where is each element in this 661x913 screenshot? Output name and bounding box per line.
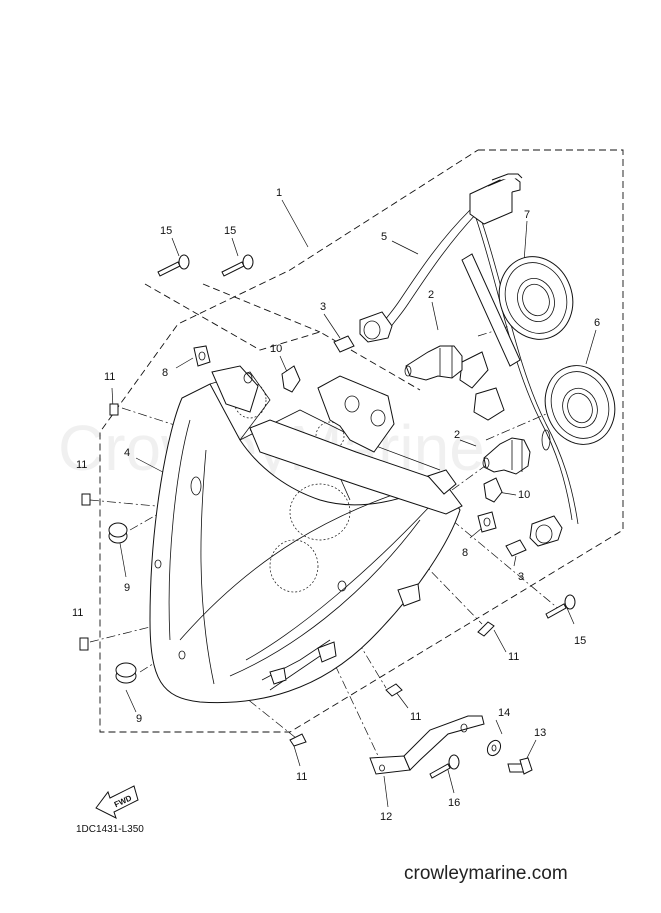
nut-11-c [79, 637, 89, 651]
part-label-3-upper: 3 [320, 301, 326, 313]
part-label-1: 1 [276, 187, 282, 199]
assembly-subline-2 [202, 283, 321, 333]
part-label-15-right: 15 [574, 635, 586, 647]
part-label-7: 7 [524, 209, 530, 221]
nut-8-lower [477, 511, 497, 533]
headlight-housing [149, 371, 461, 704]
part-labels: 1 15 15 5 7 3 2 6 10 8 11 4 11 9 2 10 8 … [72, 187, 600, 823]
part-label-11-e: 11 [410, 711, 421, 723]
part-label-13: 13 [534, 727, 546, 739]
headlight-bulb-upper [404, 345, 463, 381]
part-label-3-lower: 3 [518, 571, 524, 583]
bracket-12 [369, 715, 485, 775]
assembly-subline [144, 283, 421, 391]
bulb-cover-6 [544, 365, 616, 445]
part-label-10-upper: 10 [270, 343, 282, 355]
wire-harness [381, 173, 579, 525]
part-label-9-lower: 9 [136, 713, 142, 725]
headlight-bulb-lower [482, 437, 531, 475]
grommet-9-lower [115, 662, 137, 684]
nut-11-e [385, 683, 403, 697]
nut-11-d [477, 621, 495, 637]
site-url: crowleymarine.com [404, 863, 568, 884]
screw-16 [429, 754, 460, 779]
screw-15-left [157, 254, 190, 277]
screw-15-middle [221, 254, 254, 277]
part-label-10-lower: 10 [518, 489, 530, 501]
upper-bracket [211, 365, 463, 685]
part-label-2-upper: 2 [428, 289, 434, 301]
nut-11-a [109, 403, 119, 416]
clip-10-lower [483, 477, 503, 503]
part-label-15-middle: 15 [224, 225, 236, 237]
part-label-16: 16 [448, 797, 460, 809]
screw-15-right [545, 594, 576, 619]
fwd-arrow-icon: FWD [95, 785, 139, 819]
part-label-2-lower: 2 [454, 429, 460, 441]
part-label-12: 12 [380, 811, 392, 823]
part-label-6: 6 [594, 317, 600, 329]
bulb-cover-7 [498, 256, 574, 340]
assembly-boundary [99, 149, 624, 733]
part-label-8-upper: 8 [162, 367, 168, 379]
part-label-11-a: 11 [104, 371, 115, 383]
clip-10-upper [281, 365, 301, 393]
nut-8-upper [193, 345, 211, 367]
bulb-socket-lower [529, 515, 563, 547]
part-label-4: 4 [124, 447, 130, 459]
part-label-15-left: 15 [160, 225, 172, 237]
small-bulb-3-upper [333, 335, 355, 353]
small-bulb-3-lower [505, 539, 527, 557]
part-label-11-c: 11 [72, 607, 83, 619]
grommet-9-upper [108, 522, 128, 544]
bulb-socket-upper [359, 311, 393, 343]
part-label-11-b: 11 [76, 459, 87, 471]
nut-11-f [289, 733, 307, 747]
bolt-13 [507, 757, 533, 775]
washer-14 [486, 739, 502, 757]
part-label-14: 14 [498, 707, 510, 719]
part-label-11-f: 11 [296, 771, 307, 783]
part-label-5: 5 [381, 231, 387, 243]
drawing-code: 1DC1431-L350 [76, 824, 144, 835]
nut-11-b [81, 493, 91, 506]
part-label-9-upper: 9 [124, 582, 130, 594]
part-label-11-d: 11 [508, 651, 519, 663]
part-label-8-lower: 8 [462, 547, 468, 559]
